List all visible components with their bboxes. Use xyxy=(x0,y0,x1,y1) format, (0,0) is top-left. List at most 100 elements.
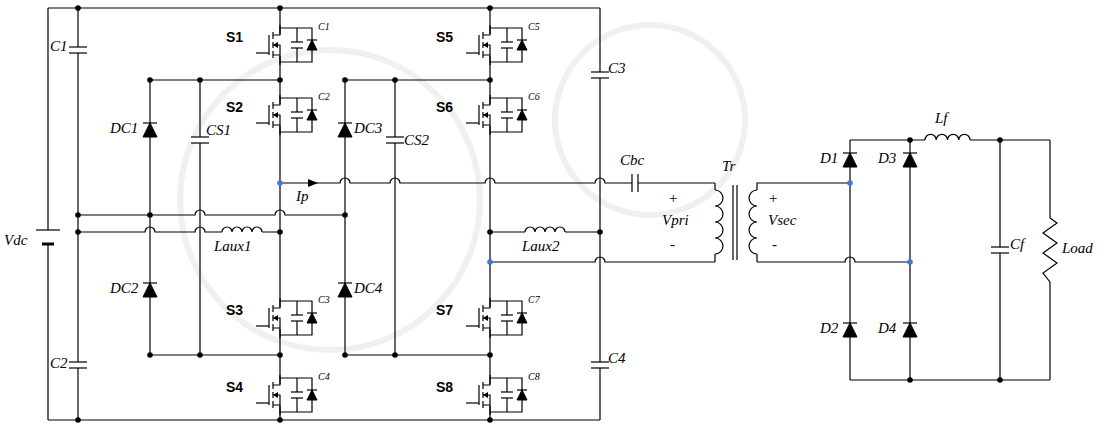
mosfet-channel xyxy=(272,382,273,389)
snubber-wire xyxy=(280,28,312,62)
mosfet-arrow xyxy=(483,42,488,48)
junction-dot xyxy=(997,137,1003,143)
capacitor-plate xyxy=(501,391,513,392)
diode-symbol xyxy=(338,283,352,297)
circuit-label: Vdc xyxy=(4,232,27,249)
circuit-label: Cf xyxy=(1010,236,1024,253)
wire xyxy=(48,7,600,8)
diode-symbol xyxy=(517,313,527,323)
diode-bar xyxy=(307,389,317,390)
circuit-label: CS2 xyxy=(404,132,429,149)
junction-dot xyxy=(75,5,81,11)
circuit-label: DC2 xyxy=(110,280,138,297)
diode-bar xyxy=(143,282,157,283)
wire xyxy=(47,8,48,230)
circuit-label: Vpri xyxy=(662,212,689,229)
circuit-label: C4 xyxy=(608,350,626,367)
diode-symbol xyxy=(843,323,857,337)
capacitor-plate xyxy=(501,117,513,118)
circuit-label: DC3 xyxy=(354,120,382,137)
diode-bar xyxy=(517,312,527,313)
wire-gap xyxy=(1042,218,1058,282)
capacitor-plate xyxy=(69,52,87,53)
inductor-symbol xyxy=(222,227,262,232)
wire-gap xyxy=(290,315,304,321)
wire-gap xyxy=(68,362,88,368)
diode-bar xyxy=(338,122,352,123)
junction-dot xyxy=(907,137,913,143)
mosfet-channel xyxy=(272,51,273,58)
mosfet-channel xyxy=(272,305,273,312)
circuit-label: C3 xyxy=(318,294,330,305)
capacitor-plate xyxy=(69,367,87,368)
mosfet-drain xyxy=(273,25,280,35)
circuit-label: CS1 xyxy=(206,122,231,139)
junction-dot xyxy=(75,229,81,235)
mosfet-drain xyxy=(483,95,490,105)
circuit-label: D3 xyxy=(878,150,896,167)
mosfet-channel xyxy=(482,51,483,58)
watermark-seal xyxy=(555,25,745,215)
capacitor-plate xyxy=(386,142,404,143)
circuit-label: DC4 xyxy=(354,280,382,297)
snubber-wire xyxy=(490,98,522,132)
mosfet-channel xyxy=(272,324,273,331)
circuit-label: S7 xyxy=(436,303,453,318)
mosfet-gate-lead xyxy=(466,325,479,326)
snubber-wire xyxy=(280,378,312,412)
capacitor-plate xyxy=(69,46,87,47)
mosfet-channel xyxy=(482,401,483,408)
circuit-label: D2 xyxy=(820,320,838,337)
watermark-seal xyxy=(180,50,480,350)
wire-gap xyxy=(990,247,1010,253)
diode-symbol xyxy=(143,283,157,297)
circuit-label: D1 xyxy=(820,150,838,167)
diode-symbol xyxy=(843,153,857,167)
capacitor-plate xyxy=(291,320,303,321)
mosfet-source xyxy=(273,328,280,338)
circuit-label: S5 xyxy=(436,30,453,45)
wire xyxy=(345,79,490,80)
mosfet-drain xyxy=(483,375,490,385)
output-node xyxy=(847,180,853,186)
diode-bar xyxy=(843,152,857,153)
junction-dot xyxy=(75,212,81,218)
circuit-label: - xyxy=(772,236,777,253)
circuit-label: S8 xyxy=(436,380,453,395)
capacitor-plate xyxy=(501,320,513,321)
capacitor-plate xyxy=(291,111,303,112)
junction-dot xyxy=(487,352,493,358)
wire xyxy=(394,80,395,355)
junction-dot xyxy=(597,229,603,235)
capacitor-plate xyxy=(69,361,87,362)
wire xyxy=(150,79,280,80)
junction-dot xyxy=(277,352,283,358)
mosfet-drain xyxy=(273,298,280,308)
capacitor-plate xyxy=(291,41,303,42)
junction-dot xyxy=(147,352,153,358)
diode-bar xyxy=(517,389,527,390)
snubber-wire xyxy=(490,301,522,335)
circuit-label: + xyxy=(668,190,678,207)
wire xyxy=(599,8,600,420)
inductor-symbol xyxy=(925,134,970,140)
transformer-core xyxy=(732,185,733,260)
circuit-label: Cbc xyxy=(620,152,644,169)
wire xyxy=(47,244,48,420)
circuit-label: Tr xyxy=(722,158,735,175)
output-node xyxy=(487,259,493,265)
mosfet-drain xyxy=(273,375,280,385)
capacitor-plate xyxy=(501,111,513,112)
mosfet-gate-lead xyxy=(256,52,269,53)
circuit-label: Vsec xyxy=(768,212,796,229)
transformer-winding xyxy=(715,190,723,254)
diode-symbol xyxy=(338,123,352,137)
snubber-wire xyxy=(490,28,522,62)
mosfet-gate-lead xyxy=(466,52,479,53)
mosfet-channel xyxy=(272,32,273,39)
capacitor-plate xyxy=(631,174,632,192)
diode-symbol xyxy=(903,323,917,337)
capacitor-plate xyxy=(501,314,513,315)
mosfet-gate xyxy=(268,308,269,328)
output-node xyxy=(277,180,283,186)
